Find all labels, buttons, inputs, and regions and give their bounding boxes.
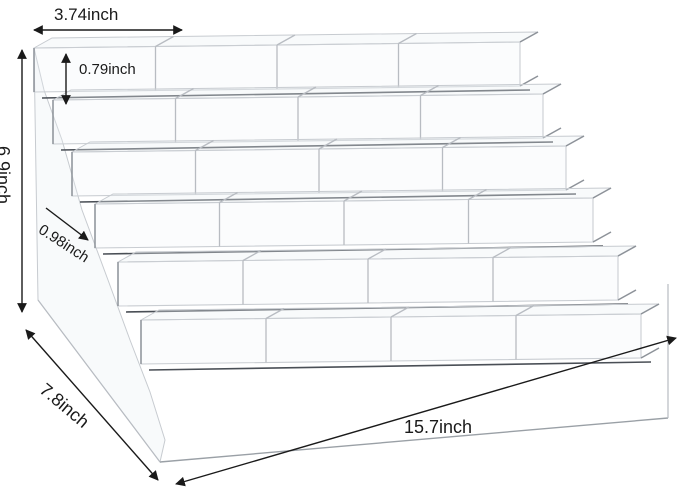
tier-5 (117, 245, 637, 313)
compartment-divider (318, 138, 338, 193)
compartment-divider (441, 136, 461, 192)
tier-right-edge (542, 83, 562, 139)
compartment-divider (174, 87, 194, 143)
tier-6 (140, 303, 660, 371)
tier-1 (33, 31, 539, 99)
overall-width-arrow (175, 335, 677, 487)
step-depth-arrow (45, 207, 89, 241)
overall-width-label: 15.7inch (404, 417, 473, 437)
overall-depth-arrow (25, 329, 159, 481)
compartment-divider (218, 191, 238, 247)
tier-3 (71, 135, 585, 203)
compartment-divider (492, 246, 512, 302)
compartment-divider (194, 139, 214, 195)
compartment-divider (397, 32, 417, 88)
compartment-divider (467, 188, 487, 244)
tier-right-edge (519, 31, 539, 87)
shelf-floor-line (79, 193, 577, 203)
compartment-divider (419, 84, 439, 140)
tier-right-edge (640, 303, 660, 359)
shelf-floor-line (41, 89, 531, 99)
compartment-divider (154, 35, 174, 91)
tier-2 (52, 83, 562, 151)
compartment-divider (343, 190, 363, 245)
compartment-divider (297, 86, 317, 141)
tier-right-edge (617, 245, 637, 301)
tier-right-edge (592, 187, 612, 243)
compartment-divider (242, 249, 262, 305)
shelf-floor-line (60, 141, 554, 151)
overall-height-label: 6.9inch (0, 145, 14, 205)
compartment-divider (276, 34, 296, 89)
slot-height-label: 0.79inch (79, 61, 136, 78)
slot-width-label: 3.74inch (54, 5, 119, 24)
compartment-divider (367, 248, 387, 303)
tier-right-edge (565, 135, 585, 191)
tier-4 (94, 187, 612, 255)
